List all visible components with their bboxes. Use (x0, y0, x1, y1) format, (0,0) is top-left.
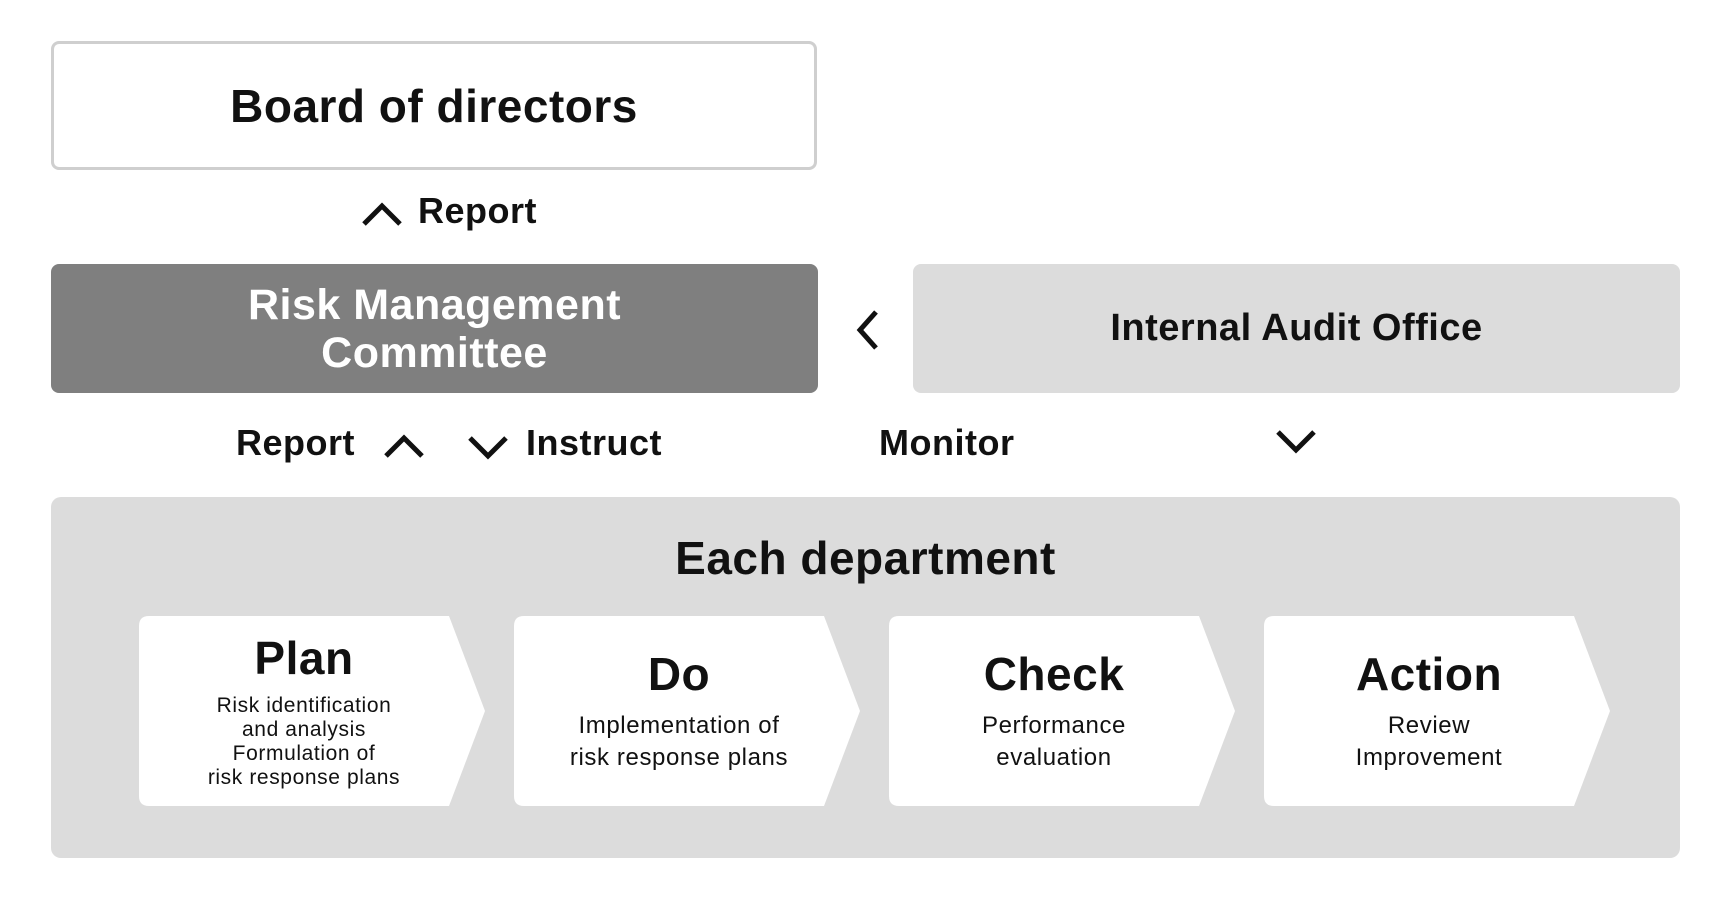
pentagon-arrow-shape (139, 616, 485, 806)
step-desc-line: risk response plans (569, 744, 789, 771)
chevron-up-icon (360, 198, 404, 228)
step-desc-line: Review (1387, 712, 1471, 739)
pentagon-arrow-shape (514, 616, 860, 806)
step-title: Action (1355, 648, 1503, 700)
step-desc-line: evaluation (996, 744, 1112, 771)
step-title: Check (983, 648, 1125, 700)
pdca-step-action: Action Review Improvement (1264, 616, 1610, 806)
risk-management-committee-box: Risk Management Committee (51, 264, 818, 393)
pentagon-arrow-shape (889, 616, 1235, 806)
step-desc-line: and analysis (242, 718, 366, 741)
each-department-title: Each department (675, 532, 1056, 584)
internal-audit-office-box: Internal Audit Office (913, 264, 1680, 393)
pdca-step-do: Do Implementation of risk response plans (514, 616, 860, 806)
instruct-label: Instruct (526, 422, 663, 463)
step-desc-line: risk response plans (207, 766, 401, 789)
step-title: Plan (254, 632, 354, 684)
step-desc-line: Improvement (1355, 744, 1503, 771)
pentagon-arrow-shape (1264, 616, 1610, 806)
board-of-directors-box: Board of directors (51, 41, 817, 170)
chevron-down-icon (466, 432, 510, 462)
step-title: Do (647, 648, 711, 700)
monitor-label: Monitor (879, 422, 1015, 463)
step-desc-line: Performance (982, 712, 1126, 739)
step-desc-line: Implementation of (578, 712, 780, 739)
step-desc-line: Risk identification (216, 694, 392, 717)
step-desc-line: Formulation of (232, 742, 376, 765)
rmc-label-line1: Risk Management (247, 280, 622, 329)
internal-audit-office-label: Internal Audit Office (1110, 307, 1483, 349)
rmc-label-line2: Committee (321, 328, 548, 377)
chevron-up-icon (382, 430, 426, 460)
board-of-directors-label: Board of directors (230, 79, 638, 132)
pdca-step-check: Check Performance evaluation (889, 616, 1235, 806)
report-to-board-label: Report (418, 190, 537, 231)
pdca-step-plan: Plan Risk identification and analysis Fo… (139, 616, 485, 806)
chevron-left-icon (852, 308, 882, 352)
report-to-committee-label: Report (236, 422, 355, 463)
chevron-down-icon (1274, 426, 1318, 456)
